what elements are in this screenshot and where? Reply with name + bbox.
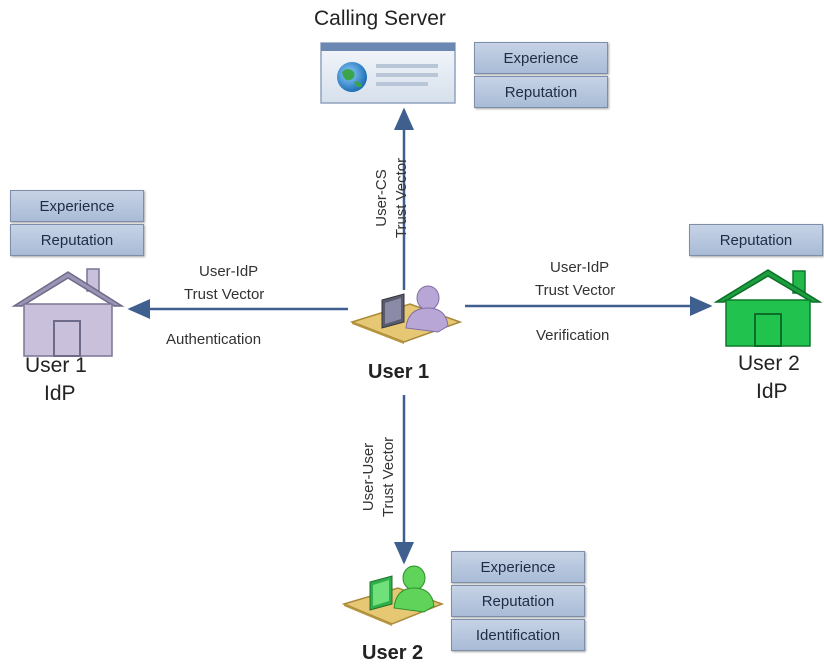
server-window-icon [320,42,456,104]
calling-server-experience-box: Experience [474,42,608,74]
user1-idp-label-line2: IdP [44,382,76,405]
user-cs-line1: User-CS [373,169,390,227]
user-user-line1: User-User [360,442,377,512]
user2-idp-label-line1: User 2 [738,352,800,375]
user2-idp-reputation-box: Reputation [689,224,823,256]
user1-idp-reputation-box: Reputation [10,224,144,256]
user2-identification-box: Identification [451,619,585,651]
user-idp-left-line1: User-IdP [199,263,259,280]
verification-label: Verification [536,327,610,344]
user1-label: User 1 [368,361,430,383]
user-user-trust-vector-label: User-User Trust Vector [359,407,403,547]
calling-server-reputation-box: Reputation [474,76,608,108]
user-user-line2: Trust Vector [380,436,397,518]
user2-label: User 2 [362,642,424,664]
user-cs-trust-vector-label: User-CS Trust Vector [372,128,416,268]
user1-idp-label-line1: User 1 [25,354,87,377]
user-cs-line2: Trust Vector [393,157,410,239]
user2-idp-house-icon [714,269,822,347]
user1-idp-experience-box: Experience [10,190,144,222]
authentication-label: Authentication [166,331,262,348]
user2-idp-label-line2: IdP [756,380,788,403]
user1-person-at-desk-icon [349,285,462,344]
user-idp-left-line2: Trust Vector [184,286,265,303]
user1-idp-house-icon [11,268,125,357]
user2-person-at-desk-icon [342,565,444,626]
user2-experience-box: Experience [451,551,585,583]
calling-server-title: Calling Server [314,7,446,30]
user-idp-right-line1: User-IdP [550,259,610,276]
user2-reputation-box: Reputation [451,585,585,617]
user-idp-right-line2: Trust Vector [535,282,616,299]
